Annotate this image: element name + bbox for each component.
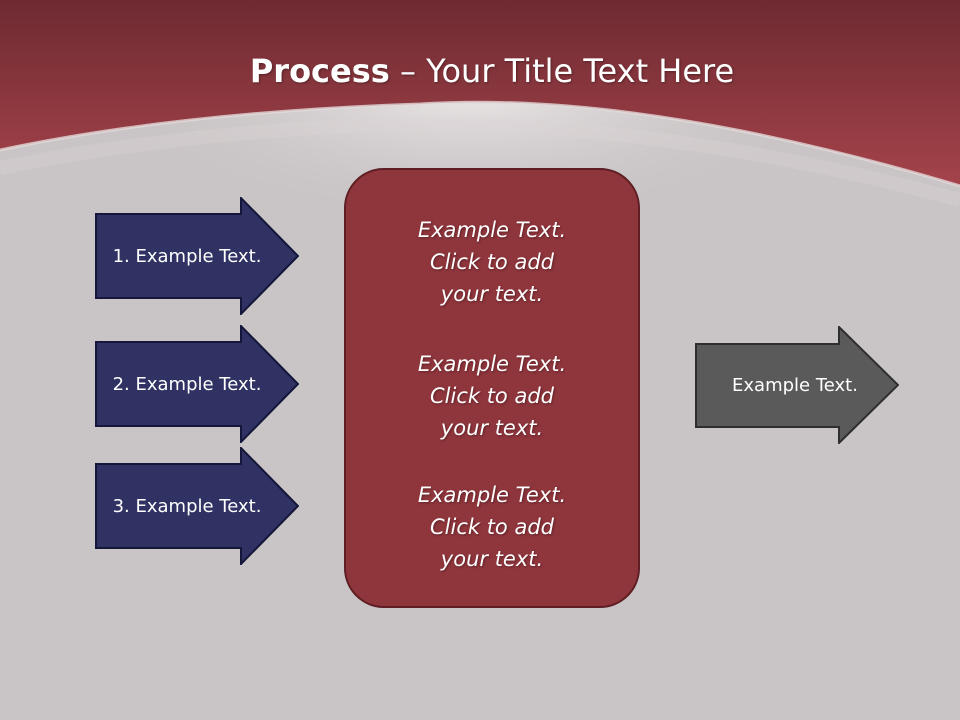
input-arrow-2: 2. Example Text.	[95, 325, 299, 443]
process-text-block-2: Example Text. Click to add your text.	[346, 348, 638, 444]
block-2-line-3: your text.	[440, 416, 544, 440]
block-3-line-2: Click to add	[429, 515, 554, 539]
input-arrow-1-label: 1. Example Text.	[112, 245, 262, 267]
output-arrow-label: Example Text.	[732, 374, 858, 396]
input-arrow-3-label: 3. Example Text.	[112, 495, 262, 517]
block-3-line-3: your text.	[440, 547, 544, 571]
block-2-line-1: Example Text.	[417, 352, 567, 376]
block-1-line-1: Example Text.	[417, 218, 567, 242]
block-2-line-2: Click to add	[429, 384, 554, 408]
input-arrow-3: 3. Example Text.	[95, 447, 299, 565]
title-rest: – Your Title Text Here	[389, 52, 735, 90]
block-3-line-1: Example Text.	[417, 483, 567, 507]
slide-title: Process – Your Title Text Here	[0, 52, 960, 90]
block-1-line-2: Click to add	[429, 250, 554, 274]
output-arrow: Example Text.	[695, 326, 899, 444]
block-1-line-3: your text.	[440, 282, 544, 306]
input-arrow-1: 1. Example Text.	[95, 197, 299, 315]
input-arrow-2-label: 2. Example Text.	[112, 373, 262, 395]
title-bold: Process	[249, 52, 390, 90]
process-text-block-3: Example Text. Click to add your text.	[346, 479, 638, 575]
process-box: Example Text. Click to add your text. Ex…	[344, 168, 640, 608]
process-text-block-1: Example Text. Click to add your text.	[346, 214, 638, 310]
